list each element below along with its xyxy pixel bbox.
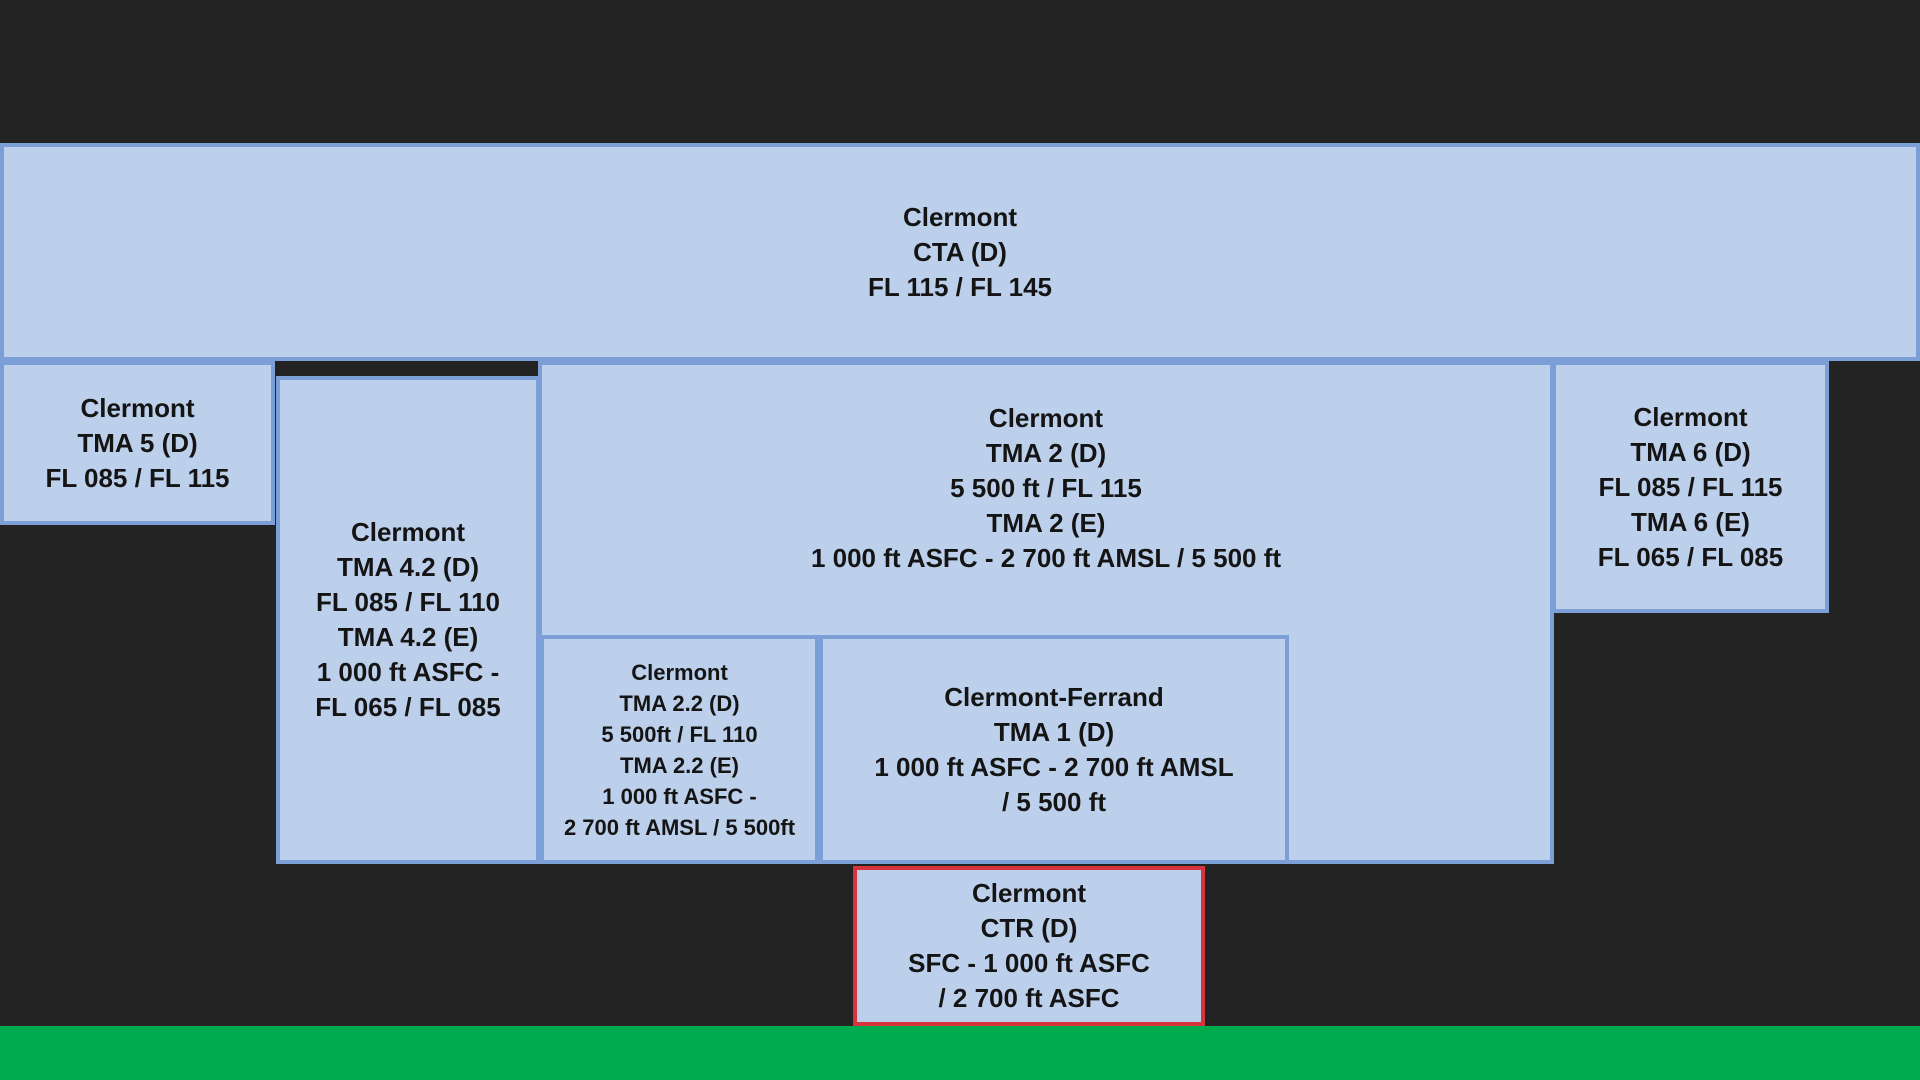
zone-class: TMA 5 (D) <box>77 427 198 458</box>
divider-bar <box>275 361 540 376</box>
zone-class: TMA 4.2 (E) <box>337 622 479 652</box>
zone-limits: FL 085 / FL 110 <box>315 587 501 617</box>
zone-tma2-2[interactable]: Clermont TMA 2.2 (D) 5 500ft / FL 110 TM… <box>540 635 819 864</box>
zone-limits: 1 000 ft ASFC - <box>602 783 757 809</box>
zone-name: Clermont-Ferrand <box>944 681 1164 712</box>
zone-tma5-text: Clermont TMA 5 (D) FL 085 / FL 115 <box>45 391 229 496</box>
zone-limits: 1 000 ft ASFC - <box>316 657 500 687</box>
zone-ctr-text: Clermont CTR (D) SFC - 1 000 ft ASFC / 2… <box>908 876 1150 1016</box>
zone-name: Clermont <box>971 878 1087 908</box>
zone-class: TMA 2.2 (D) <box>619 690 740 716</box>
zone-limits: FL 085 / FL 115 <box>1598 471 1783 502</box>
zone-cta-text: Clermont CTA (D) FL 115 / FL 145 <box>868 200 1052 305</box>
zone-class: TMA 1 (D) <box>993 716 1115 747</box>
zone-tma6-text: Clermont TMA 6 (D) FL 085 / FL 115 TMA 6… <box>1598 400 1783 575</box>
zone-limits: FL 085 / FL 115 <box>45 462 230 493</box>
zone-cta[interactable]: Clermont CTA (D) FL 115 / FL 145 <box>0 143 1920 361</box>
zone-class: TMA 6 (D) <box>1630 436 1751 467</box>
zone-limits: 5 500 ft / FL 115 <box>950 473 1142 503</box>
zone-limits: / 5 500 ft <box>1001 786 1107 817</box>
zone-tma6[interactable]: Clermont TMA 6 (D) FL 085 / FL 115 TMA 6… <box>1552 361 1829 613</box>
zone-tma5[interactable]: Clermont TMA 5 (D) FL 085 / FL 115 <box>0 361 275 525</box>
zone-class: CTA (D) <box>913 236 1007 267</box>
zone-tma2-2-text: Clermont TMA 2.2 (D) 5 500ft / FL 110 TM… <box>564 657 795 843</box>
zone-tma4-2[interactable]: Clermont TMA 4.2 (D) FL 085 / FL 110 TMA… <box>276 376 540 864</box>
zone-class: TMA 4.2 (D) <box>336 552 480 582</box>
zone-class: TMA 2.2 (E) <box>620 752 739 778</box>
zone-class: TMA 6 (E) <box>1631 506 1750 537</box>
zone-ctr[interactable]: Clermont CTR (D) SFC - 1 000 ft ASFC / 2… <box>853 866 1205 1026</box>
zone-tma1-text: Clermont-Ferrand TMA 1 (D) 1 000 ft ASFC… <box>874 680 1233 820</box>
zone-name: Clermont <box>1633 401 1748 432</box>
zone-limits: 2 700 ft AMSL / 5 500ft <box>563 814 796 840</box>
zone-class: TMA 2 (E) <box>986 508 1106 538</box>
zone-limits: 5 500ft / FL 110 <box>601 721 758 747</box>
zone-limits: / 2 700 ft ASFC <box>938 983 1120 1013</box>
zone-limits: FL 065 / FL 085 <box>315 692 501 722</box>
zone-limits: SFC - 1 000 ft ASFC <box>908 948 1150 978</box>
zone-limits: FL 115 / FL 145 <box>867 271 1053 302</box>
zone-tma4-2-text: Clermont TMA 4.2 (D) FL 085 / FL 110 TMA… <box>315 515 500 725</box>
zone-name: Clermont <box>902 201 1018 232</box>
zone-name: Clermont <box>80 392 195 423</box>
ground-surface <box>0 1026 1920 1080</box>
zone-name: Clermont <box>631 659 728 685</box>
zone-tma1[interactable]: Clermont-Ferrand TMA 1 (D) 1 000 ft ASFC… <box>819 635 1289 864</box>
zone-name: Clermont <box>350 517 466 547</box>
zone-class: CTR (D) <box>980 913 1078 943</box>
zone-name: Clermont <box>988 403 1104 433</box>
zone-class: TMA 2 (D) <box>985 438 1107 468</box>
zone-limits: 1 000 ft ASFC - 2 700 ft AMSL / 5 500 ft <box>810 543 1282 573</box>
zone-tma2-text: Clermont TMA 2 (D) 5 500 ft / FL 115 TMA… <box>811 401 1281 576</box>
zone-limits: 1 000 ft ASFC - 2 700 ft AMSL <box>874 751 1234 782</box>
zone-limits: FL 065 / FL 085 <box>1597 541 1784 572</box>
